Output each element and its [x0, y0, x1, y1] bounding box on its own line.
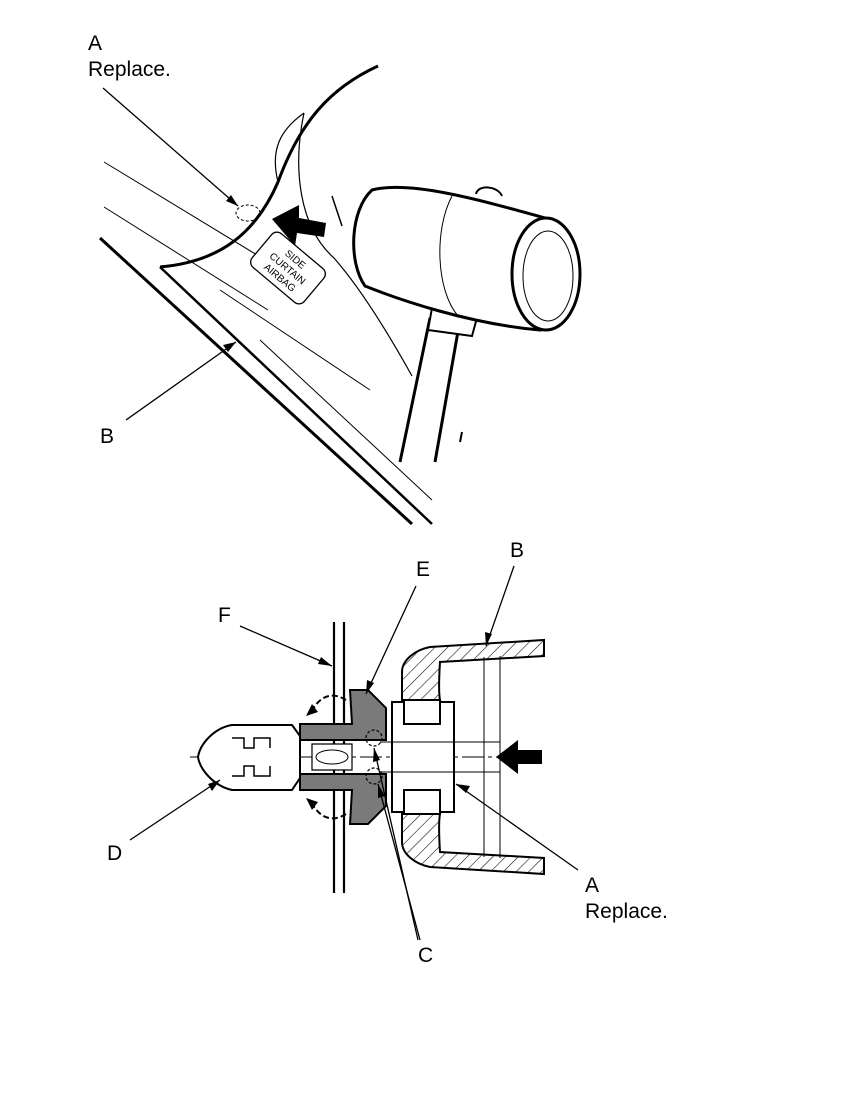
lock-point-upper [365, 729, 383, 747]
label-b-arrowhead [485, 632, 492, 646]
pillar-trim-right-2 [331, 195, 343, 227]
mallet-handle [398, 317, 462, 463]
grommet-body [299, 689, 387, 741]
callout-b-leader [125, 341, 237, 421]
callout-b-letter: B [100, 425, 114, 448]
callout-a-leader [102, 87, 239, 207]
pillar-outer-edge [98, 236, 414, 526]
label-b-leader [485, 565, 515, 647]
mallet-head-face-inner [522, 230, 574, 322]
top-illustration: SIDE CURTAIN AIRBAG A Replace. B [88, 32, 582, 526]
clip-location-circle [235, 204, 261, 222]
mallet-top-nub [475, 186, 503, 197]
pillar-thin-line-1 [103, 161, 263, 259]
grommet-slot-oval [315, 749, 349, 765]
callout-b-arrowhead [223, 342, 236, 352]
clip-section: B E F D C A Replace. [107, 539, 668, 967]
lock-point-lower [365, 767, 383, 785]
grommet-body-lower [299, 773, 387, 825]
rotation-arrowhead-bottom [306, 798, 318, 810]
label-c: C [418, 944, 433, 967]
pillar-trim-right [298, 112, 413, 377]
label-a-arrowhead [456, 784, 470, 793]
airbag-badge: SIDE CURTAIN AIRBAG [250, 231, 326, 305]
push-arrow [496, 740, 542, 774]
rotation-arrowhead-top [306, 704, 318, 716]
label-a-leader [455, 783, 579, 871]
label-c-leader-2 [377, 783, 421, 941]
trim-housing-top [401, 638, 545, 701]
callout-a-letter: A [88, 32, 102, 55]
label-d-arrowhead [208, 780, 220, 791]
callout-a-arrowhead [226, 195, 238, 206]
label-f-leader [239, 625, 333, 667]
clip-nose-notch-bottom [232, 765, 271, 777]
pillar-trim-inner [274, 112, 305, 183]
direction-arrow [272, 205, 326, 246]
label-a-letter: A [585, 874, 599, 897]
label-d: D [107, 842, 122, 865]
callout-a-text: Replace. [88, 58, 171, 81]
label-f-arrowhead [318, 657, 332, 666]
pillar-thin-line-3 [219, 289, 371, 391]
mallet-handle-dash [459, 431, 463, 443]
label-f: F [218, 604, 231, 627]
label-c-leader-1 [373, 747, 419, 941]
mallet-head-body [352, 185, 547, 332]
mallet-icon [352, 185, 582, 463]
label-e: E [416, 558, 430, 581]
label-a-text: Replace. [585, 900, 668, 923]
trim-housing-bottom [401, 813, 545, 876]
label-b: B [510, 539, 524, 562]
pillar-outer-edge-inner [159, 266, 433, 525]
label-e-arrowhead [366, 680, 374, 694]
mallet-head-face [510, 216, 582, 332]
clip-nose-notch-top [232, 737, 271, 749]
label-e-leader [365, 585, 417, 695]
pillar-thin-line-2 [103, 206, 269, 311]
label-c-arrowhead-2 [378, 784, 385, 798]
label-c-arrowhead-1 [373, 748, 380, 762]
label-d-leader [129, 779, 221, 841]
pillar-thin-line-4 [259, 339, 433, 501]
tether-clip-head [391, 701, 455, 813]
clip-nose [196, 724, 301, 791]
mallet-head-seam [439, 195, 459, 317]
